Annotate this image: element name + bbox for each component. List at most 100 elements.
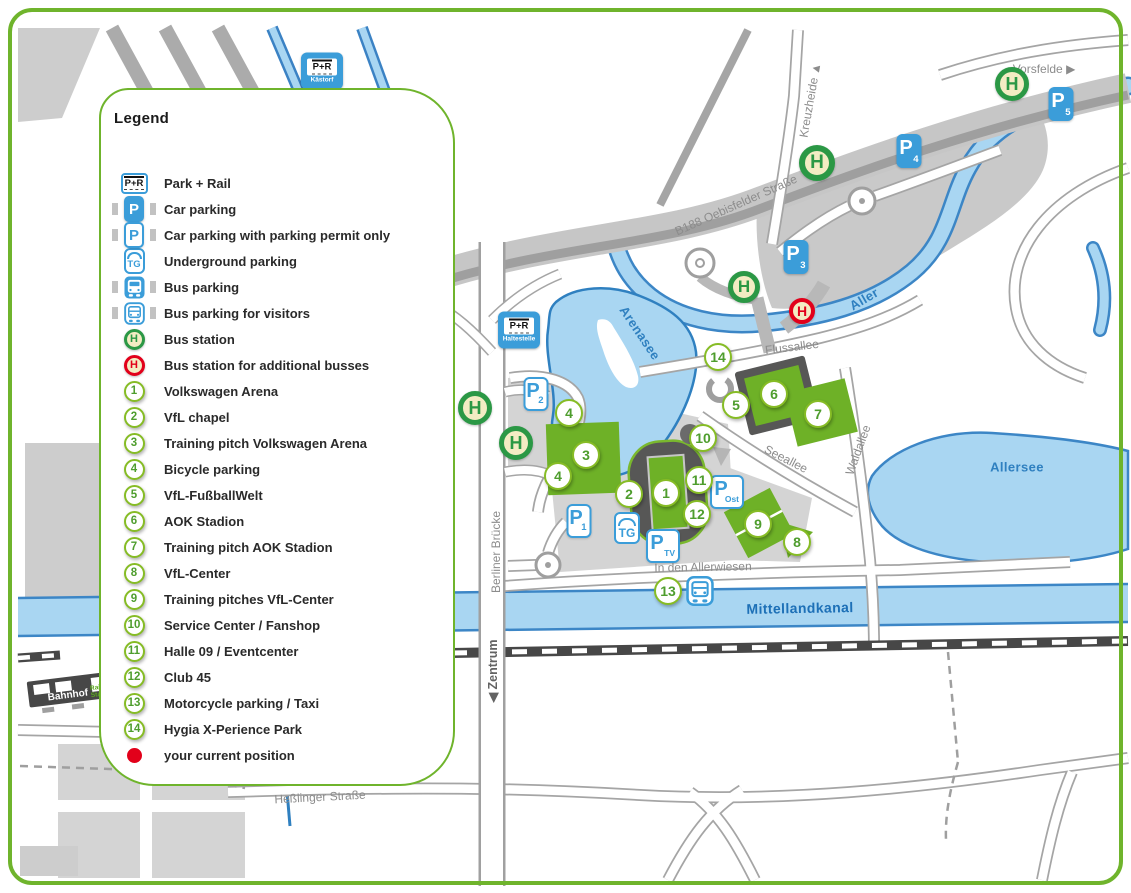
permit-parking-icon: P [124,222,144,248]
h-letter: H [130,333,138,345]
number-text: 7 [130,541,138,553]
number-text: 11 [127,645,141,657]
legend-icon-cell: 14 [114,718,154,740]
legend-number-icon: 11 [123,640,145,662]
legend-item: 14 Hygia X-Perience Park [114,716,447,742]
legend-item-label: Volkswagen Arena [164,383,279,399]
number-text: 13 [127,697,141,709]
legend-item: H Bus station for additional busses [114,352,447,378]
legend-item-label: Hygia X-Perience Park [164,721,303,737]
legend-item: P Car parking [114,196,447,222]
park-rail-text: P+R [123,175,145,191]
legend-item: 13 Motorcycle parking / Taxi [114,690,447,716]
legend-icon-cell [114,747,154,763]
legend-item: 10 Service Center / Fanshop [114,612,447,638]
visitor-bus-parking-icon [123,301,145,325]
legend-number-icon: 8 [123,562,145,584]
legend-item-label: Park + Rail [164,175,231,191]
number-text: 3 [130,437,138,449]
legend-item-label: your current position [164,747,295,763]
legend-number-icon: 4 [123,458,145,480]
legend-item-label: Training pitch AOK Stadion [164,539,333,555]
number-text: 10 [127,619,141,631]
legend-item-label: Car parking with parking permit only [164,227,391,243]
legend-item-label: Bus parking for visitors [164,305,310,321]
railway-line [17,636,1129,663]
legend-item: P Car parking with parking permit only [114,222,447,248]
garage-letters: TG [127,259,141,271]
legend-item: 12 Club 45 [114,664,447,690]
legend-item: 8 VfL-Center [114,560,447,586]
legend-item: H Bus station [114,326,447,352]
legend-item-label: Motorcycle parking / Taxi [164,695,320,711]
number-text: 6 [130,515,138,527]
legend-item: 9 Training pitches VfL-Center [114,586,447,612]
parking-letter: P [128,200,139,218]
underground-parking-icon: TG [123,248,145,274]
number-text: 4 [130,463,138,475]
additional-bus-station-icon: H [123,354,145,376]
number-text: 12 [127,671,141,683]
legend-number-icon: 10 [123,614,145,636]
h-letter: H [130,359,138,371]
legend-icon-cell: 4 [114,458,154,480]
legend-number-icon: 6 [123,510,145,532]
legend-icon-cell: 10 [114,614,154,636]
aller-river [604,76,1131,337]
number-text: 1 [130,385,138,397]
number-text: 14 [127,723,141,735]
legend-item: 7 Training pitch AOK Stadion [114,534,447,560]
legend-item: Bus parking [114,274,447,300]
parking-letter: P [128,226,139,244]
legend-icon-cell: 13 [114,692,154,714]
legend-item-label: Car parking [164,201,237,217]
legend-number-icon: 5 [123,484,145,506]
legend-icon-cell: 11 [114,640,154,662]
legend-number-icon: 1 [123,380,145,402]
legend-item: 1 Volkswagen Arena [114,378,447,404]
legend-icon-cell: P [114,222,154,248]
current-position-icon [126,747,142,763]
legend-title: Legend [114,110,170,127]
legend-item: your current position [114,742,447,768]
diagonal-road [656,28,752,207]
roundabouts [534,186,877,579]
legend-item-label: Training pitches VfL-Center [164,591,334,607]
legend-icon-cell: 5 [114,484,154,506]
legend-number-icon: 14 [123,718,145,740]
number-text: 5 [130,489,138,501]
legend-number-icon: 9 [123,588,145,610]
legend-icon-cell: 12 [114,666,154,688]
legend-number-icon: 13 [123,692,145,714]
legend-icon-cell: 1 [114,380,154,402]
legend-item: TG Underground parking [114,248,447,274]
legend-icon-cell: 6 [114,510,154,532]
dashed-paths [19,651,960,841]
legend-icon-cell: H [114,354,154,376]
legend-number-icon: 7 [123,536,145,558]
legend-item-label: Club 45 [164,669,211,685]
legend-number-icon: 12 [123,666,145,688]
legend-item-label: VfL-Center [164,565,231,581]
legend-item-label: VfL chapel [164,409,230,425]
legend-item-label: Underground parking [164,253,297,269]
service-center-building [680,424,700,444]
legend-item: Bus parking for visitors [114,300,447,326]
building-block-west [25,443,100,618]
allersee-lake [866,431,1130,565]
legend-icon-cell [114,301,154,325]
legend-item-label: Bus station [164,331,235,347]
area-top-left [18,28,100,122]
legend-item-label: Bus station for additional busses [164,357,370,373]
legend-item: P+R Park + Rail [114,170,447,196]
legend-item-label: Service Center / Fanshop [164,617,321,633]
number-text: 9 [130,593,138,605]
